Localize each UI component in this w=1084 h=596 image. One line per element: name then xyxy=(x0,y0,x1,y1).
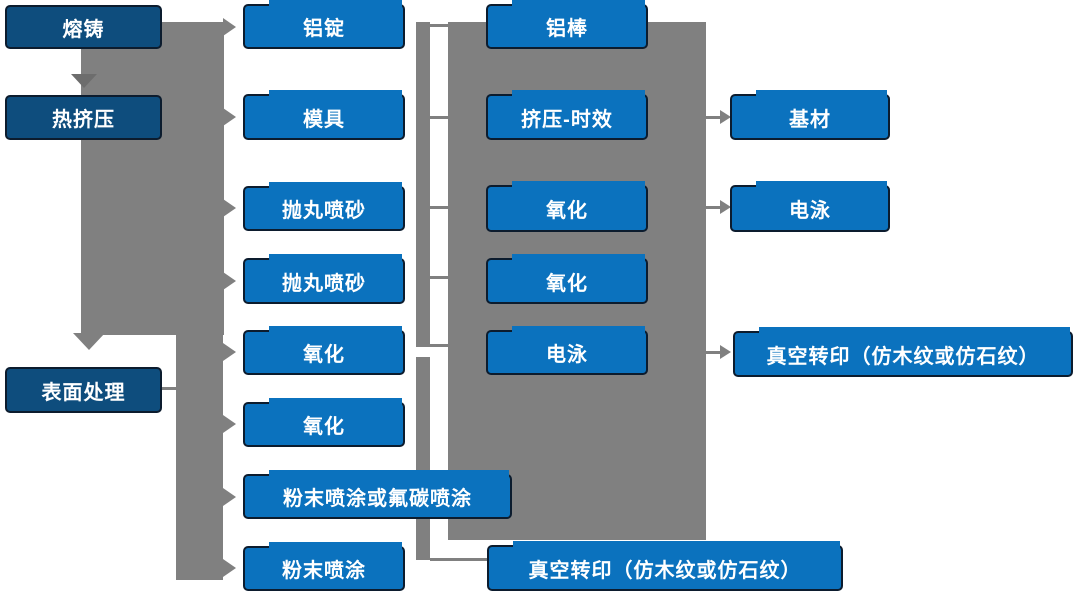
node-shot-blasting-1: 抛丸喷砂 xyxy=(243,182,405,231)
arrowhead-to-shot-blasting-1 xyxy=(223,199,236,217)
connector-link-bottom xyxy=(430,558,487,561)
connector-link-row2 xyxy=(430,116,448,119)
node-extrusion-aging: 挤压-时效 xyxy=(486,90,648,140)
arrowhead-to-powder xyxy=(223,559,236,577)
node-mold: 模具 xyxy=(243,90,405,140)
connector-mid-bar-upper xyxy=(416,22,430,347)
node-vacuum-transfer-right: 真空转印（仿木纹或仿石纹） xyxy=(733,327,1073,377)
node-oxidation-d: 氧化 xyxy=(486,254,648,304)
node-aluminum-rod: 铝棒 xyxy=(486,0,648,49)
node-electrophoresis-1: 电泳 xyxy=(486,326,648,375)
arrowhead-to-oxidation-a xyxy=(223,343,236,361)
node-oxidation-c: 氧化 xyxy=(486,181,648,232)
arrowhead-to-powder-fluoro xyxy=(223,488,236,506)
arrowhead-down-to-surface-treatment xyxy=(73,333,105,350)
arrowhead-to-electrophoresis-2 xyxy=(720,200,731,214)
node-base-material: 基材 xyxy=(730,90,890,140)
connector-link-row4 xyxy=(430,276,448,279)
node-vacuum-transfer-bottom: 真空转印（仿木纹或仿石纹） xyxy=(487,541,843,591)
node-casting: 熔铸 xyxy=(5,5,162,49)
connector-link-surface-treatment xyxy=(160,387,178,390)
arrowhead-to-base-material xyxy=(720,110,731,124)
node-electrophoresis-2: 电泳 xyxy=(730,181,890,232)
node-aluminum-ingot: 铝锭 xyxy=(243,0,405,49)
node-shot-blasting-2: 抛丸喷砂 xyxy=(243,254,405,304)
arrowhead-to-al-ingot xyxy=(223,18,236,36)
arrowhead-to-mold xyxy=(223,108,236,126)
arrowhead-to-oxidation-b xyxy=(223,415,236,433)
connector-mid-bar-lower xyxy=(416,357,430,560)
arrowhead-to-shot-blasting-2 xyxy=(223,272,236,290)
connector-link-row5 xyxy=(430,344,448,347)
node-oxidation-b: 氧化 xyxy=(243,398,405,447)
connector-link-row3 xyxy=(430,206,448,209)
arrowhead-down-to-hot-extrusion xyxy=(71,74,97,88)
connector-left-trunk-lower xyxy=(176,335,223,580)
node-oxidation-a: 氧化 xyxy=(243,326,405,375)
arrow-line-to-base-material xyxy=(704,116,720,119)
node-hot-extrusion: 热挤压 xyxy=(5,95,162,140)
node-powder-or-fluorocarbon-coating: 粉末喷涂或氟碳喷涂 xyxy=(243,470,512,519)
arrow-line-to-electrophoresis-2 xyxy=(704,206,720,209)
node-powder-coating: 粉末喷涂 xyxy=(243,542,405,591)
arrow-line-to-vacuum-transfer-right xyxy=(704,351,720,354)
connector-link-row1 xyxy=(430,24,448,27)
connector-left-trunk xyxy=(81,22,224,335)
arrowhead-to-vacuum-transfer-right xyxy=(720,345,731,359)
node-surface-treatment: 表面处理 xyxy=(5,367,162,413)
